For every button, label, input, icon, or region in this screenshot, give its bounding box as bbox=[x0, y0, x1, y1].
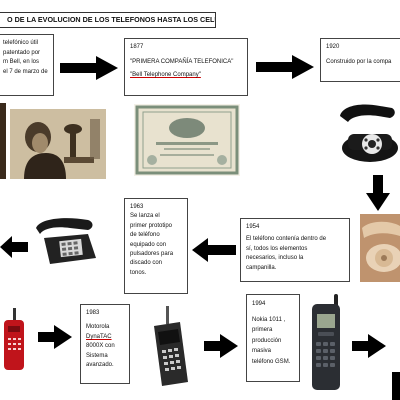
timeline-box-1877: 1877 "PRIMERA COMPAÑÍA TELEFONICA" "Bell… bbox=[124, 38, 248, 96]
box-line: Motorola bbox=[86, 324, 110, 331]
arrow-right-icon bbox=[352, 334, 386, 358]
photo-1954-rotary-phone bbox=[360, 214, 400, 282]
box-year: 1983 bbox=[86, 310, 100, 316]
timeline-box-1920: 1920 Construido por la compa bbox=[320, 38, 400, 82]
box-line: campanilla. bbox=[246, 264, 277, 271]
box-line: m Bell, en los bbox=[3, 59, 40, 65]
photo-stock-certificate bbox=[134, 104, 240, 176]
box-line: Sistema bbox=[86, 352, 108, 359]
box-line: el 7 de marzo de bbox=[3, 68, 48, 75]
box-line: patentado por bbox=[3, 49, 41, 56]
box-year: 1994 bbox=[252, 301, 266, 307]
photo-nokia-1011 bbox=[306, 292, 346, 392]
box-line: primera bbox=[252, 327, 273, 333]
box-company-name: "PRIMERA COMPAÑÍA TELEFONICA" bbox=[130, 58, 234, 65]
box-line: Se lanza el bbox=[130, 213, 160, 220]
box-line: El teléfono contenía dentro de bbox=[246, 236, 327, 243]
box-line: discado con bbox=[130, 260, 163, 267]
box-line: pulsadores para bbox=[130, 251, 174, 258]
arrow-left-icon bbox=[0, 236, 28, 258]
box-bell-company: "Bell Telephone Company" bbox=[130, 72, 201, 78]
timeline-box-1983: 1983 Motorola DynaTAC 8000X con Sistema … bbox=[80, 304, 130, 384]
box-text: Construido por la compa bbox=[326, 58, 392, 65]
box-line: tonos. bbox=[130, 269, 147, 276]
box-line: equipado con bbox=[130, 241, 167, 248]
box-line: 1954 bbox=[246, 224, 260, 230]
box-line: Nokia 1011 , bbox=[252, 316, 286, 323]
box-line: de teléfono bbox=[130, 232, 160, 239]
timeline-box-bell-patent: telefónico útil patentado por m Bell, en… bbox=[0, 34, 54, 96]
photo-1963-pushbutton-phone bbox=[30, 210, 102, 270]
arrow-right-icon bbox=[60, 56, 118, 80]
photo-1920-black-phone bbox=[330, 98, 400, 170]
arrow-down-icon bbox=[392, 372, 400, 400]
box-line: 1963 bbox=[130, 204, 144, 210]
arrow-left-icon bbox=[192, 238, 236, 262]
photo-red-motorola-phone bbox=[0, 306, 30, 372]
box-line: telefónico útil bbox=[3, 40, 39, 46]
arrow-right-icon bbox=[204, 334, 238, 358]
box-line: producción bbox=[252, 337, 282, 344]
timeline-box-1994: 1994 Nokia 1011 , primera producción mas… bbox=[246, 294, 300, 382]
box-line: 8000X con bbox=[86, 343, 115, 350]
box-line: DynaTAC bbox=[86, 333, 112, 340]
box-line: sí, todos los elementos bbox=[246, 245, 308, 252]
box-line: masiva bbox=[252, 348, 272, 354]
image-dial-edge bbox=[0, 103, 6, 179]
box-line: teléfono GSM. bbox=[252, 358, 291, 365]
box-year: 1920 bbox=[326, 44, 340, 50]
box-line: primer prototipo bbox=[130, 222, 173, 229]
page-title: O DE LA EVOLUCION DE LOS TELEFONOS HASTA… bbox=[0, 12, 216, 28]
timeline-box-1954: 1954 El teléfono contenía dentro de sí, … bbox=[240, 218, 350, 282]
box-line: necesarios, incluso la bbox=[246, 255, 304, 262]
arrow-right-icon bbox=[38, 325, 72, 349]
photo-bell-telephone bbox=[10, 109, 106, 179]
arrow-right-icon bbox=[256, 55, 314, 79]
arrow-down-icon bbox=[366, 175, 390, 211]
photo-dynatac-phone bbox=[136, 302, 200, 388]
box-year: 1877 bbox=[130, 44, 144, 50]
box-line: avanzado. bbox=[86, 362, 114, 369]
timeline-box-1963: 1963 Se lanza el primer prototipo de tel… bbox=[124, 198, 188, 294]
